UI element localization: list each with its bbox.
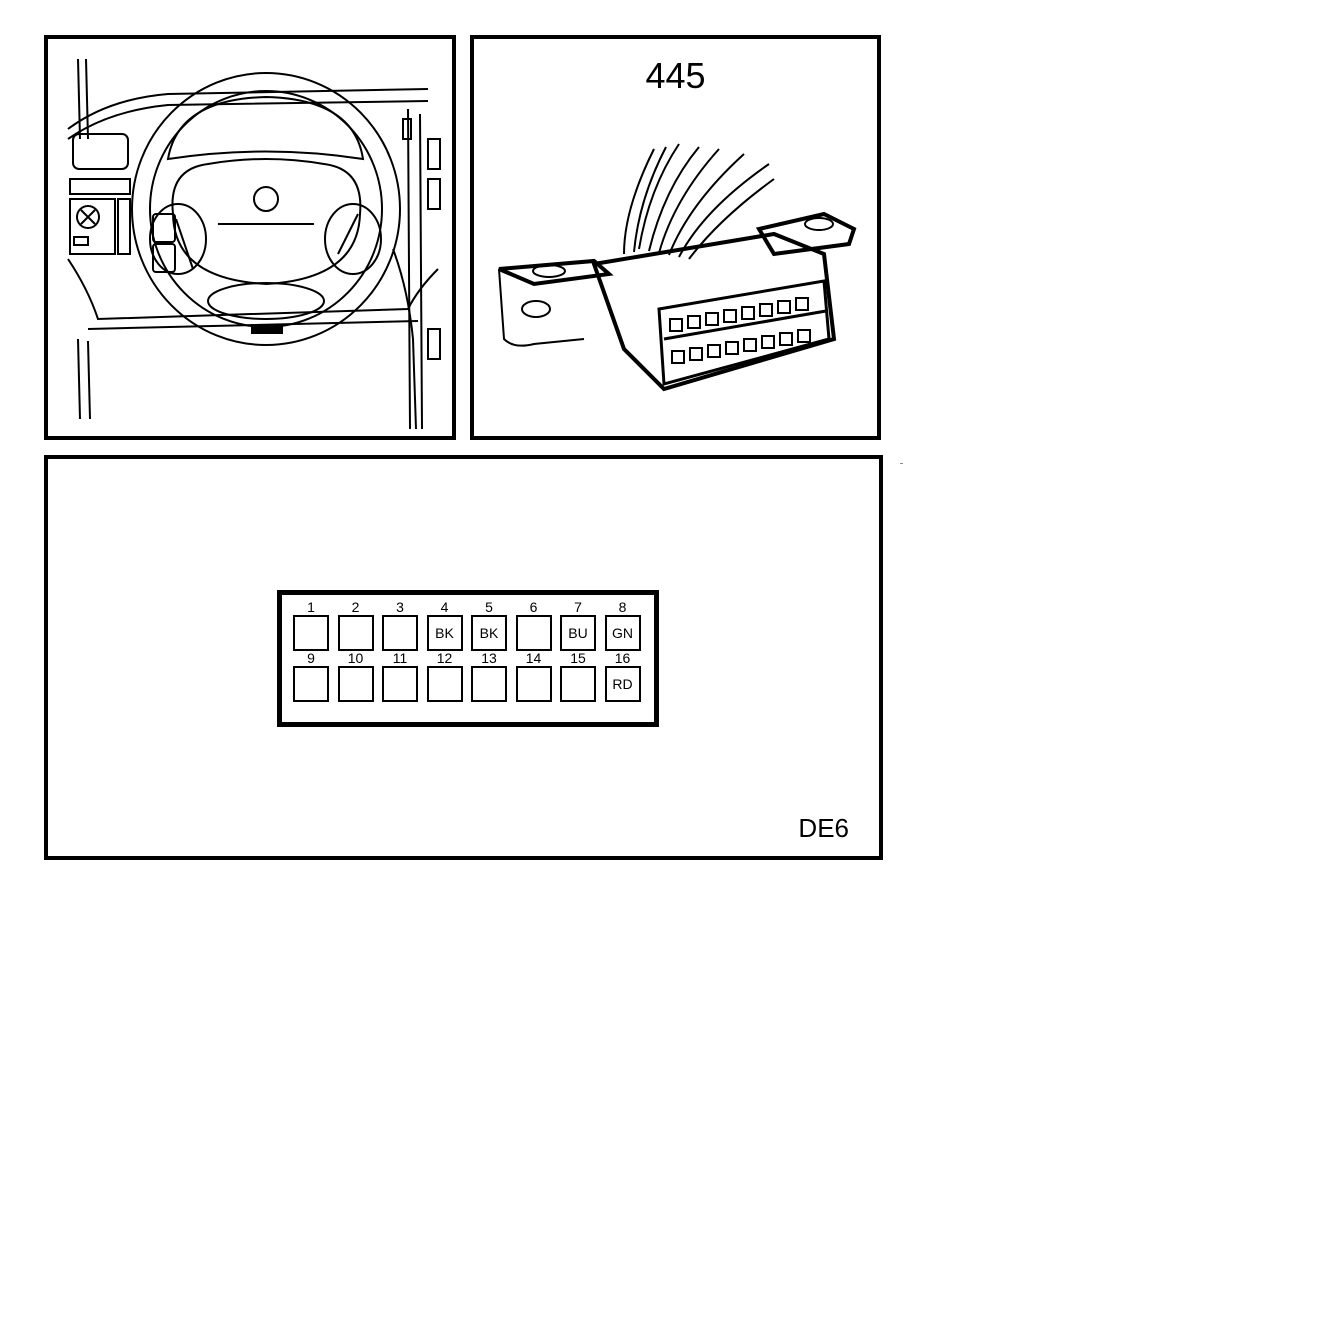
location-panel bbox=[44, 35, 456, 440]
pin-10: 10 bbox=[337, 650, 374, 702]
figure-code: DE6 bbox=[798, 813, 849, 843]
pin-number: 3 bbox=[396, 599, 404, 615]
pin-2: 2 bbox=[337, 599, 374, 651]
pin-1: 1 bbox=[293, 600, 329, 651]
pin-number: 11 bbox=[392, 650, 408, 666]
pin-wire-color bbox=[560, 666, 596, 702]
pin-3: 3 bbox=[382, 600, 418, 651]
pin-wire-color bbox=[293, 615, 329, 651]
pin-6: 6 bbox=[515, 599, 552, 651]
pin-number: 2 bbox=[351, 599, 360, 615]
pin-9: 9 bbox=[293, 651, 329, 702]
pin-wire-color bbox=[382, 666, 418, 702]
component-number: 445 bbox=[645, 55, 706, 96]
pin-wire-color bbox=[515, 666, 552, 702]
pin-wire-color bbox=[382, 615, 418, 651]
pin-number: 12 bbox=[436, 650, 453, 666]
pin-wire-color: GN bbox=[604, 615, 641, 651]
pin-number: 4 bbox=[440, 599, 449, 615]
pin-13: 13 bbox=[471, 651, 507, 702]
pin-number: 5 bbox=[485, 599, 493, 615]
pin-15: 15 bbox=[560, 651, 596, 702]
pin-number: 15 bbox=[570, 650, 586, 666]
connector-panel: 445 bbox=[470, 35, 881, 440]
pin-number: 6 bbox=[529, 599, 538, 615]
pin-number: 1 bbox=[307, 599, 315, 615]
obd-connector-illustration bbox=[498, 143, 857, 392]
pin-wire-color bbox=[515, 615, 552, 651]
pin-number: 9 bbox=[307, 650, 315, 666]
pin-wire-color bbox=[426, 666, 463, 702]
pin-wire-color: BK bbox=[471, 615, 507, 651]
pin-wire-color bbox=[337, 666, 374, 702]
pin-wire-color bbox=[337, 615, 374, 651]
pin-11: 11 bbox=[382, 651, 418, 702]
dashboard-steering-wheel-illustration bbox=[67, 58, 441, 430]
scan-mark bbox=[900, 463, 903, 464]
pin-wire-color: RD bbox=[604, 666, 641, 702]
pin-14: 14 bbox=[515, 650, 552, 702]
pin-12: 12 bbox=[426, 650, 463, 702]
pin-number: 14 bbox=[525, 650, 542, 666]
pin-number: 7 bbox=[574, 599, 582, 615]
pin-wire-color bbox=[471, 666, 507, 702]
pin-number: 8 bbox=[618, 599, 627, 615]
pin-number: 16 bbox=[614, 650, 631, 666]
pin-number: 13 bbox=[481, 650, 497, 666]
pin-number: 10 bbox=[347, 650, 364, 666]
pin-wire-color bbox=[293, 666, 329, 702]
pin-wire-color: BK bbox=[426, 615, 463, 651]
pin-wire-color: BU bbox=[560, 615, 596, 651]
